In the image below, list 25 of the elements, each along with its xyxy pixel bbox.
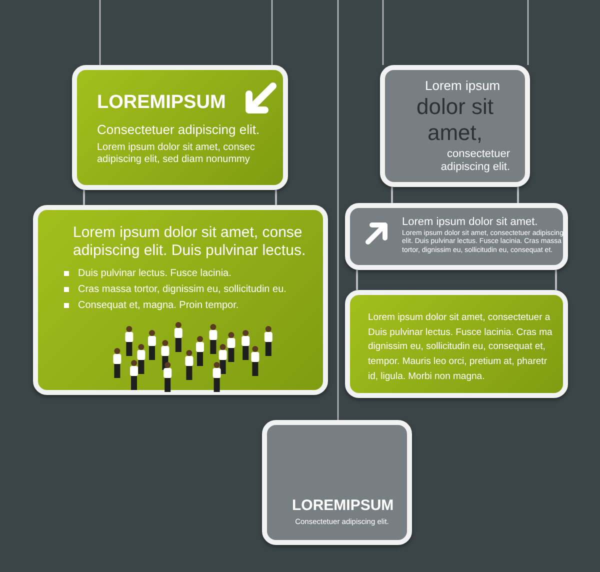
heading-text: Lorem ipsum dolor sit amet, conse adipiscing elit. Duis pulvinar lectus. bbox=[73, 224, 307, 260]
title-text: LOREMIPSUM bbox=[97, 92, 227, 115]
hanger-link bbox=[391, 187, 393, 203]
hanger-link bbox=[275, 190, 277, 205]
hanging-sign bbox=[33, 205, 328, 395]
body-text: Lorem ipsum dolor sit amet, consectetuer a Duis pulvinar lectus. Fusce lacinia. Cras ma dignissim eu, sollicitudin eu, consequat et, tempor. Mauris leo orci, pretium at, pharetr id, ligula. Morbi non magna. bbox=[368, 311, 554, 384]
hanging-sign bbox=[262, 420, 412, 545]
hanging-sign bbox=[345, 203, 568, 270]
hanging-sign bbox=[380, 65, 530, 187]
bullet-item: Duis pulvinar lectus. Fusce lacinia. bbox=[78, 268, 232, 280]
hanger-link bbox=[555, 270, 557, 290]
hanging-sign bbox=[72, 65, 288, 190]
large-text: dolor sit amet, bbox=[415, 94, 495, 147]
title-text: LOREMIPSUM bbox=[292, 497, 392, 515]
hanger-link bbox=[517, 187, 519, 203]
heading-text: Lorem ipsum dolor sit amet. bbox=[402, 216, 539, 230]
subtitle-text: Consectetuer adipiscing elit. bbox=[97, 122, 261, 138]
subtitle-text: consectetuer adipiscing elit. bbox=[440, 148, 510, 174]
bullet-item: Consequat et, magna. Proin tempor. bbox=[78, 300, 240, 312]
hanging-sign bbox=[345, 290, 568, 398]
hanger-link bbox=[83, 190, 85, 205]
body-text: Lorem ipsum dolor sit amet, consec adipiscing elit, sed diam nonummy bbox=[97, 142, 256, 166]
hanger-link bbox=[356, 270, 358, 290]
bullet-item: Cras massa tortor, dignissim eu, sollicitudin eu. bbox=[78, 284, 288, 296]
heading-text: Lorem ipsum bbox=[425, 78, 502, 94]
